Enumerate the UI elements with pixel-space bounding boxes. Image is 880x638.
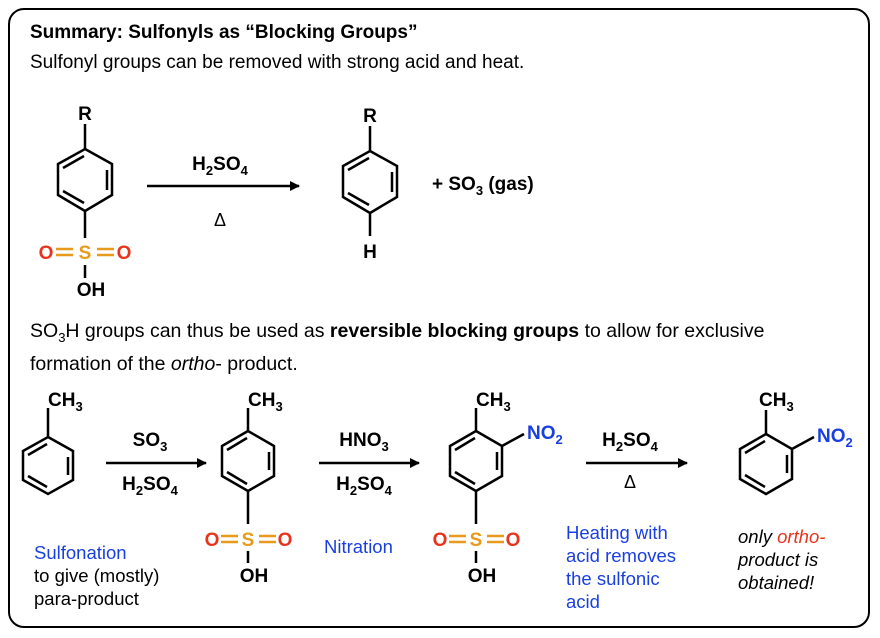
heating-caption-line: Heating with bbox=[566, 522, 668, 543]
top-delta: Δ bbox=[214, 210, 226, 230]
nitration-caption: Nitration bbox=[324, 536, 393, 557]
sulfonation-caption-line: para-product bbox=[34, 588, 139, 609]
top-o-left-label: O bbox=[39, 243, 54, 264]
ortho-result-line: obtained! bbox=[738, 572, 815, 593]
top-r-label: R bbox=[78, 104, 92, 125]
para-oh: OH bbox=[240, 566, 269, 587]
blocking-group-explanation: SO3H groups can thus be used as reversib… bbox=[30, 318, 764, 378]
heating-caption-line: acid removes bbox=[566, 545, 677, 566]
nitro-s: S bbox=[470, 530, 483, 551]
toluene-ch3-label: CH3 bbox=[48, 390, 83, 414]
ortho-no2-label: NO2 bbox=[817, 426, 853, 450]
summary-title: Summary: Sulfonyls as “Blocking Groups” bbox=[30, 22, 418, 43]
para-o-right: O bbox=[278, 530, 293, 551]
top-oh-label: OH bbox=[77, 280, 106, 301]
ortho-result-caption: only ortho- product is obtained! bbox=[738, 525, 825, 594]
para-o-left: O bbox=[205, 530, 220, 551]
top-product-h-label: H bbox=[363, 242, 377, 263]
top-product-molecule bbox=[341, 126, 399, 236]
explanation-line-1: SO3H groups can thus be used as reversib… bbox=[30, 320, 765, 345]
ortho-result-line-1: only ortho- bbox=[738, 526, 826, 547]
summary-frame bbox=[8, 8, 870, 628]
explanation-line-2: formation of the ortho- product. bbox=[30, 352, 298, 375]
nitro-no2-label: NO2 bbox=[527, 423, 563, 447]
nitration-reagent-h2so4: H2SO4 bbox=[336, 474, 392, 498]
nitro-ch3-label: CH3 bbox=[476, 390, 511, 414]
desulfonation-reagent: H2SO4 bbox=[602, 430, 658, 454]
top-product-r-label: R bbox=[363, 106, 377, 127]
para-ch3-label: CH3 bbox=[248, 390, 283, 414]
nitro-oh: OH bbox=[468, 566, 497, 587]
desulfonation-delta: Δ bbox=[624, 472, 636, 492]
top-s-label: S bbox=[79, 243, 92, 264]
sulfonation-caption-title: Sulfonation bbox=[34, 542, 127, 563]
top-o-right-label: O bbox=[117, 243, 132, 264]
heating-caption: Heating with acid removes the sulfonic a… bbox=[566, 521, 676, 613]
sulfonation-reagent-h2so4: H2SO4 bbox=[122, 474, 178, 498]
ortho-nitrotoluene-molecule bbox=[738, 410, 815, 496]
top-byproduct: + SO3 (gas) bbox=[432, 174, 534, 198]
toluene-molecule bbox=[21, 408, 75, 496]
ortho-result-line: product is bbox=[738, 549, 819, 570]
ortho-ch3-label: CH3 bbox=[759, 390, 794, 414]
nitration-reagent-hno3: HNO3 bbox=[339, 430, 388, 454]
para-sulfonic-acid-molecule bbox=[220, 408, 276, 563]
top-reagent: H2SO4 bbox=[192, 154, 248, 178]
sulfonation-caption: Sulfonation to give (mostly) para-produc… bbox=[34, 541, 159, 610]
sulfonation-caption-line: to give (mostly) bbox=[34, 565, 160, 586]
nitro-o-right: O bbox=[506, 530, 521, 551]
sulfonation-reagent-so3: SO3 bbox=[133, 430, 168, 454]
top-sulfonic-acid-molecule bbox=[56, 124, 114, 278]
para-s: S bbox=[242, 530, 255, 551]
nitro-o-left: O bbox=[433, 530, 448, 551]
heating-caption-line: acid bbox=[566, 591, 600, 612]
heating-caption-line: the sulfonic bbox=[566, 568, 660, 589]
intro-sentence: Sulfonyl groups can be removed with stro… bbox=[30, 52, 525, 73]
nitro-sulfonic-acid-molecule bbox=[448, 408, 525, 563]
